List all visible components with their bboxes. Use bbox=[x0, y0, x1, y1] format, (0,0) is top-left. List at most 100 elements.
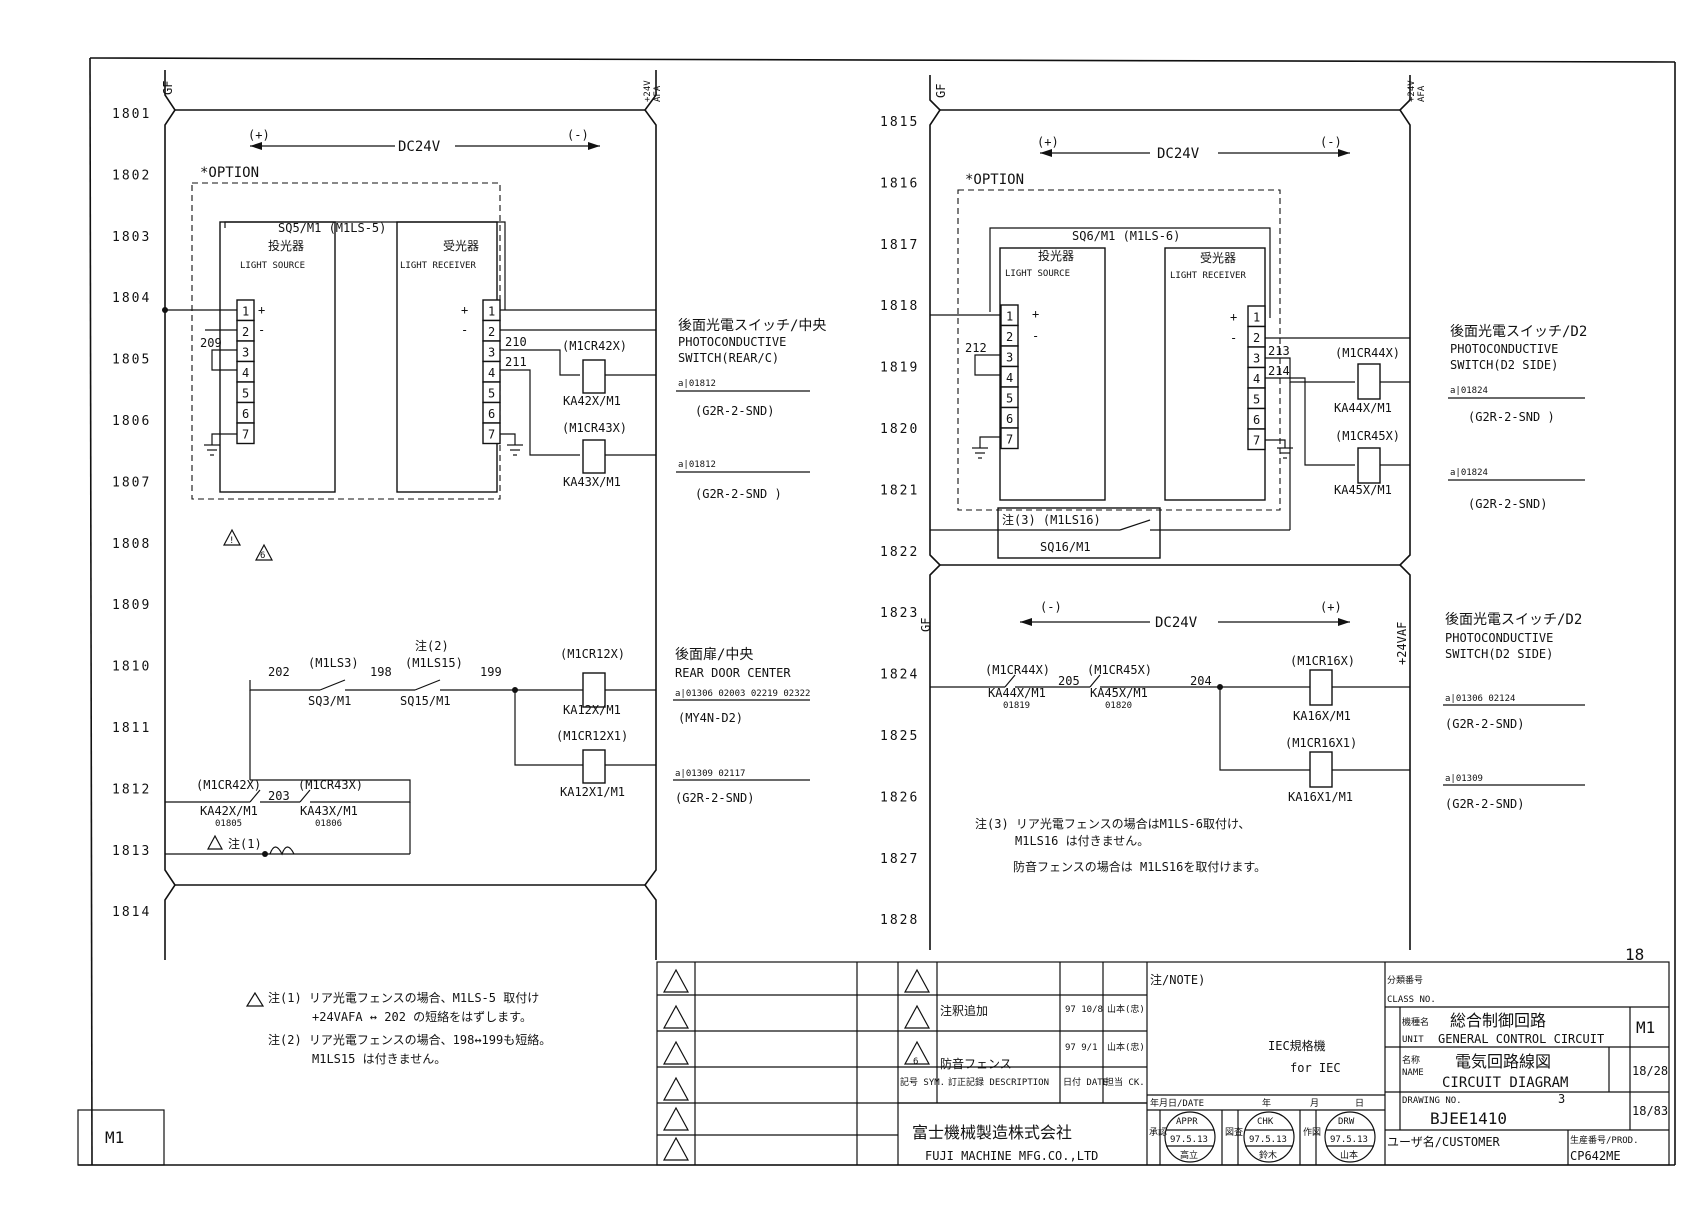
revision-triangles bbox=[662, 968, 931, 1161]
terminal-number: 2 bbox=[242, 325, 249, 339]
terminal-number: 2 bbox=[1006, 330, 1013, 344]
left-option-label: *OPTION bbox=[200, 165, 259, 181]
left-relay2-coil: KA43X/M1 bbox=[563, 475, 621, 489]
left-relay4-coil: KA12X1/M1 bbox=[560, 785, 625, 799]
iec-en: for IEC bbox=[1290, 1061, 1341, 1075]
date-label: 年月日/DATE bbox=[1150, 1097, 1204, 1109]
right-plus-label: (+) bbox=[1037, 135, 1059, 149]
note-label: 注/NOTE) bbox=[1150, 972, 1205, 987]
class-en: CLASS NO. bbox=[1387, 995, 1436, 1005]
notes-section: 注(1) リア光電フェンスの場合、M1LS-5 取付け +24VAFA ↔ 20… bbox=[245, 990, 551, 1066]
left-c1-ref: 01805 bbox=[215, 819, 242, 829]
name-en: NAME bbox=[1402, 1068, 1424, 1078]
right-receiver-en: LIGHT RECEIVER bbox=[1170, 271, 1246, 281]
right-dc24v-label: DC24V bbox=[1157, 146, 1200, 162]
prod-no: CP642ME bbox=[1570, 1149, 1621, 1163]
right-part4: (G2R-2-SND) bbox=[1445, 797, 1524, 811]
terminal-number: 3 bbox=[1253, 352, 1260, 366]
right-part3: (G2R-2-SND) bbox=[1445, 717, 1524, 731]
stamp1-top: APPR bbox=[1176, 1117, 1198, 1127]
rev2-sym: 6 bbox=[913, 1057, 918, 1067]
line-number: 1801 bbox=[112, 107, 151, 122]
left-receiver-jp: 受光器 bbox=[443, 239, 479, 253]
page-mark: 18 bbox=[1625, 945, 1644, 964]
line-number: 1802 bbox=[112, 168, 151, 183]
right-minus2-label: (-) bbox=[1040, 600, 1062, 614]
line-numbers-right: 1815181618171818181918201821182218231824… bbox=[880, 115, 919, 928]
terminal-number: 6 bbox=[242, 407, 249, 421]
right-relay1-coil: KA44X/M1 bbox=[1334, 401, 1392, 415]
left-relay2-name: (M1CR43X) bbox=[562, 421, 627, 435]
company-jp: 富士機械製造株式会社 bbox=[912, 1123, 1072, 1142]
terminal-number: 3 bbox=[242, 346, 249, 360]
line-number: 1816 bbox=[880, 176, 919, 191]
right-desc2-en2: SWITCH(D2 SIDE) bbox=[1445, 647, 1553, 661]
rev2-desc: 防音フェンス bbox=[940, 1056, 1012, 1071]
title-block: M1 注釈追加 97 10/8 山本(忠) 6 防音フェンス 97 9/1 山本… bbox=[77, 961, 1670, 1166]
line-number: 1824 bbox=[880, 668, 919, 683]
class-jp: 分類番号 bbox=[1387, 974, 1423, 986]
left-sensor-title: SQ5/M1 (M1LS-5) bbox=[278, 221, 386, 235]
terminal-number: 7 bbox=[488, 428, 495, 442]
terminal-number: 5 bbox=[1253, 393, 1260, 407]
left-desc-jp: 後面光電スイッチ/中央 bbox=[678, 318, 826, 334]
terminal-number: 5 bbox=[488, 387, 495, 401]
right-sensor-title: SQ6/M1 (M1LS-6) bbox=[1072, 229, 1180, 243]
left-source-en: LIGHT SOURCE bbox=[240, 261, 305, 271]
right-ref3: a|01306 02124 bbox=[1445, 694, 1515, 704]
svg-text:+: + bbox=[1230, 310, 1237, 324]
left-wire-203: 203 bbox=[268, 789, 290, 803]
rail-gf-left: GF bbox=[161, 81, 175, 95]
right-c1-ref: 01819 bbox=[1003, 701, 1030, 711]
dwg-sheet: 18/83 bbox=[1632, 1104, 1668, 1118]
rail-24vaf-right: +24VAF bbox=[1395, 622, 1409, 665]
terminal-number: 5 bbox=[242, 387, 249, 401]
left-sensor-wiring: + - 209 + - 210 211 (M1CR42X) KA42X/M1 (… bbox=[162, 303, 656, 489]
terminal-number: 5 bbox=[1006, 392, 1013, 406]
line-number: 1807 bbox=[112, 475, 151, 490]
left-c2-name: (M1CR43X) bbox=[298, 778, 363, 792]
left-desc2-en: REAR DOOR CENTER bbox=[675, 666, 791, 680]
right-desc2-jp: 後面光電スイッチ/D2 bbox=[1445, 612, 1582, 628]
left-sw2-name: (M1LS15) bbox=[405, 656, 463, 670]
stamp2-date: 97.5.13 bbox=[1249, 1135, 1287, 1145]
svg-text:-: - bbox=[1230, 331, 1237, 345]
right-note3-line3: 防音フェンスの場合は M1LS16を取付けます。 bbox=[1013, 859, 1266, 874]
terminal-number: 2 bbox=[488, 325, 495, 339]
right-source-jp: 投光器 bbox=[1038, 248, 1074, 263]
warning-triangle-icons: ! 6 bbox=[223, 528, 273, 561]
svg-text:!: ! bbox=[229, 536, 234, 546]
left-relay4-name: (M1CR12X1) bbox=[556, 729, 628, 743]
right-wire-213: 213 bbox=[1268, 344, 1290, 358]
line-number: 1818 bbox=[880, 299, 919, 314]
right-c2-ref: 01820 bbox=[1105, 701, 1132, 711]
rev1-ck: 山本(忠) bbox=[1107, 1003, 1145, 1015]
line-number: 1805 bbox=[112, 353, 151, 368]
warning-triangle-icon bbox=[206, 834, 224, 850]
left-minus-label: (-) bbox=[567, 128, 589, 142]
left-door-circuit: 注(2) (M1LS3) (M1LS15) 202 198 199 SQ3/M1… bbox=[165, 638, 810, 857]
revision-triangle-icon bbox=[903, 1004, 931, 1029]
right-desc-en2: SWITCH(D2 SIDE) bbox=[1450, 358, 1558, 372]
revision-triangle-icon bbox=[662, 1136, 690, 1161]
left-option-frame: *OPTION SQ5/M1 (M1LS-5) 投光器 LIGHT SOURCE… bbox=[191, 165, 506, 500]
h-ck: 担当 CK. bbox=[1105, 1076, 1145, 1088]
approval-stamp: APPR 97.5.13 高立 bbox=[1164, 1111, 1216, 1163]
terminal-number: 4 bbox=[1253, 372, 1260, 386]
right-c2-name: (M1CR45X) bbox=[1087, 663, 1152, 677]
right-relay2-name: (M1CR45X) bbox=[1335, 429, 1400, 443]
right-relay2-coil: KA45X/M1 bbox=[1334, 483, 1392, 497]
company-en: FUJI MACHINE MFG.CO.,LTD bbox=[925, 1149, 1098, 1163]
right-desc-jp: 後面光電スイッチ/D2 bbox=[1450, 324, 1587, 340]
warning-triangle-icon bbox=[245, 991, 265, 1007]
dwg-no: BJEE1410 bbox=[1430, 1109, 1507, 1128]
line-number: 1812 bbox=[112, 782, 151, 797]
right-photo-switch-desc: 後面光電スイッチ/D2 PHOTOCONDUCTIVE SWITCH(D2 SI… bbox=[1448, 324, 1587, 511]
line-numbers-left: 1801180218031804180518061807180818091810… bbox=[112, 107, 151, 920]
line-number: 1823 bbox=[880, 606, 919, 621]
line-number: 1808 bbox=[112, 537, 151, 552]
unit-title-jp: 総合制御回路 bbox=[1450, 1011, 1546, 1030]
